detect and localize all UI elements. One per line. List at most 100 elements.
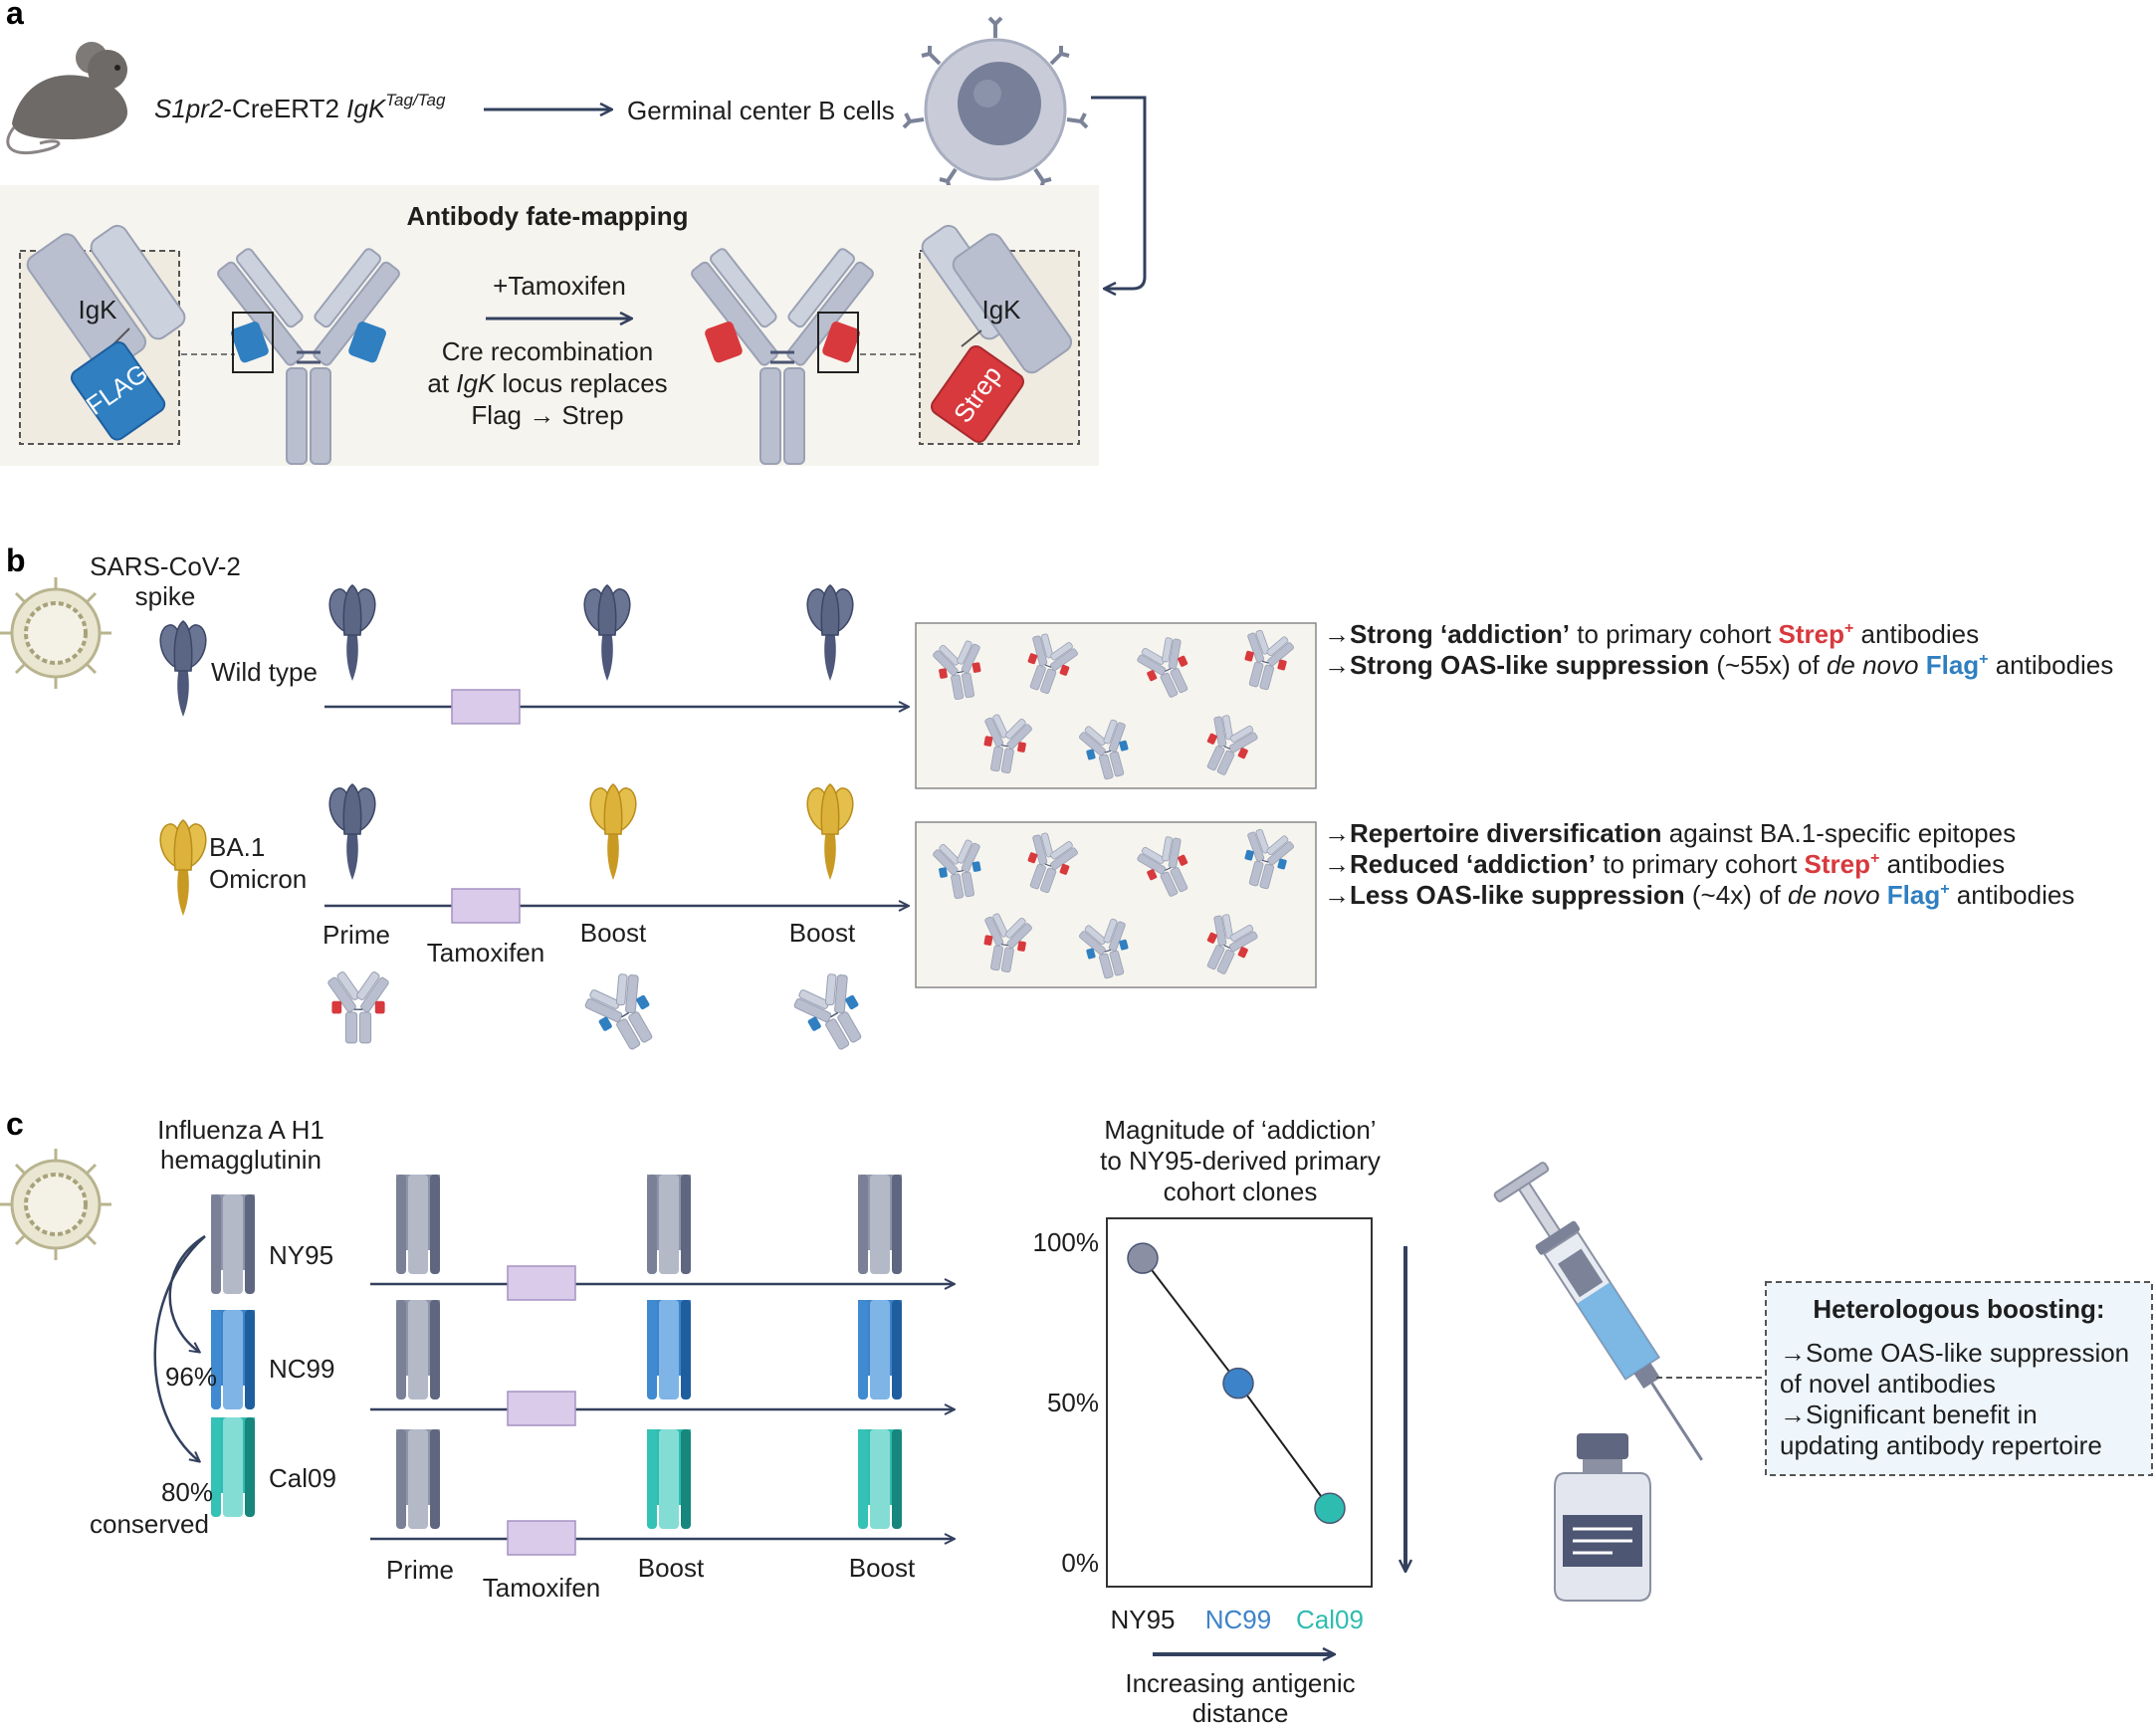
c-tamoxifen-box-1 [507,1265,576,1301]
ba1-result-line-2: →Reduced ‘addiction’ to primary cohort S… [1324,849,2005,879]
b-boost2-antibody-icon [786,965,879,1061]
heterologous-line-4: updating antibody repertoire [1780,1430,2102,1460]
mouse-icon [6,42,127,154]
cal09-label: Cal09 [269,1463,336,1493]
c-boost1-label: Boost [638,1553,705,1583]
c-row2-prime-ha-icon [396,1300,440,1400]
chart-title-line-3: cohort clones [1164,1177,1318,1206]
ba1-spike-legend-icon [159,819,207,917]
heterologous-line-3: →Significant benefit in [1780,1400,2038,1429]
nc99-ha-legend-icon [211,1310,255,1409]
c-row2-boost1-ha-icon [647,1300,691,1400]
vial-icon [1554,1433,1651,1602]
flu-virus-line2: hemagglutinin [160,1145,322,1175]
cal09-ha-legend-icon [211,1417,255,1517]
mouse-strain-label: S1pr2-CreERT2 IgKTag/Tag [154,91,446,123]
ba1-antibody-1 [930,836,989,903]
c-row3-prime-ha-icon [396,1429,440,1529]
c-row3-boost2-ha-icon [858,1429,902,1529]
pct-96: 96% [165,1362,217,1392]
chart-ytick-100%: 100% [1033,1227,1100,1257]
chart-xlabel-line-1: Increasing antigenic [1125,1668,1355,1698]
chart-title-line-2: to NY95-derived primary [1100,1146,1381,1176]
c-prime-label: Prime [386,1555,454,1585]
ba1-boost2-spike-icon [806,783,854,881]
ba1-result-line-3: →Less OAS-like suppression (~4x) of de n… [1324,880,2074,910]
gc-label: Germinal center B cells [627,96,895,125]
pct-80: 80% [161,1477,213,1507]
chart-line-segment-1 [1142,1257,1239,1385]
c-row1-boost1-ha-icon [647,1175,691,1274]
wt-antibody-4 [1234,625,1298,695]
wt-antibody-7 [1192,709,1263,782]
cre-line2: at IgK locus replaces [427,368,667,398]
arrow-gc-to-fatemap [1091,96,1147,289]
heterologous-line-1: →Some OAS-like suppression [1780,1338,2129,1368]
igk-strep-zoom: IgK Strep [919,224,1080,445]
b-prime-label: Prime [323,920,390,950]
c-tamoxifen-box-2 [507,1391,576,1426]
ba1-antibody-5 [975,910,1035,976]
panel-a-letter: a [6,0,24,31]
fate-mapping-panel [0,185,1099,466]
ba1-line1: BA.1 [209,832,265,862]
sars-virus-line1: SARS-CoV-2 [90,551,241,581]
chart-point-ny95 [1127,1242,1159,1274]
ny95-to-nc99-arrow [168,1234,206,1352]
ba1-antibody-2 [1015,827,1082,899]
wt-results-text: →Strong ‘addiction’ to primary cohort St… [1324,619,2113,680]
syringe-icon [1493,1162,1703,1461]
ba1-result-line-1: →Repertoire diversification against BA.1… [1324,818,2016,848]
panel-b-letter: b [6,542,26,578]
ny95-ha-legend-icon [211,1194,255,1294]
wt-antibody-population [930,625,1298,784]
ba1-tamoxifen-box [451,888,521,924]
b-cell-icon [902,16,1089,190]
c-row2-boost2-ha-icon [858,1300,902,1400]
chart-frame [1106,1217,1373,1588]
ba1-prime-spike-icon [328,783,376,881]
wt-boost1-spike-icon [583,584,631,682]
c-tamoxifen-label: Tamoxifen [483,1573,601,1603]
antibody-strep [691,248,874,465]
wt-prime-spike-icon [328,584,376,682]
igk-left-label: IgK [78,295,117,324]
chart-ytick-50%: 50% [1047,1388,1099,1417]
ba1-antibody-6 [1075,914,1139,983]
heterologous-line-2: of novel antibodies [1780,1369,1996,1399]
wt-antibody-3 [1132,631,1202,705]
chart-xtick-cal09: Cal09 [1296,1605,1364,1634]
cre-line1: Cre recombination [442,336,653,366]
b-tamoxifen-label: Tamoxifen [427,938,545,968]
wt-spike-legend-icon [159,620,207,718]
cre-line3: Flag → Strep [471,400,623,430]
ba1-antibody-3 [1132,830,1202,904]
chart-ytick-0%: 0% [1061,1548,1099,1578]
ba1-antibody-7 [1192,908,1263,981]
fate-mapping-title: Antibody fate-mapping [406,201,688,231]
igk-flag-zoom: IgK FLAG [19,224,186,445]
panel-c-letter: c [6,1106,24,1142]
chart-xtick-ny95: NY95 [1110,1605,1175,1634]
chart-title: Magnitude of ‘addiction’to NY95-derived … [1100,1115,1381,1206]
influenza-virus-icon [0,1147,113,1262]
antibody-flag [217,248,400,465]
addiction-chart: Magnitude of ‘addiction’to NY95-derived … [1033,1115,1381,1724]
chart-point-nc99 [1222,1367,1254,1400]
b-prime-antibody-icon [326,970,390,1044]
wt-antibody-2 [1015,628,1082,700]
ny95-to-cal09-arrow [153,1235,206,1461]
c-row1-boost2-ha-icon [858,1175,902,1274]
chart-title-line-1: Magnitude of ‘addiction’ [1104,1115,1376,1145]
c-row1-prime-ha-icon [396,1175,440,1274]
b-boost1-antibody-icon [577,965,670,1061]
pct-80-conserved: conserved [90,1509,209,1539]
wt-tamoxifen-box [451,689,521,725]
c-tamoxifen-box-3 [507,1520,576,1556]
wt-antibody-6 [1075,715,1139,784]
wt-antibody-1 [930,637,989,704]
heterologous-boosting-box [1765,1281,2153,1476]
chart-point-cal09 [1314,1492,1346,1525]
ny95-label: NY95 [269,1240,333,1270]
